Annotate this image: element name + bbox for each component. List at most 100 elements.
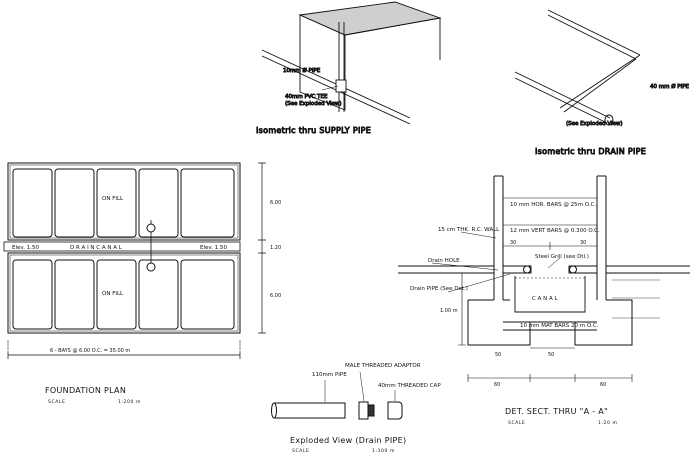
section-dim-height <box>458 272 466 346</box>
plan-section-marker-bottom <box>146 262 156 272</box>
exploded-label-cap: 40mm THREADED CAP <box>378 383 441 389</box>
section-drain-pipe-left <box>502 265 532 274</box>
iso-drain-pipe-outlet <box>514 71 611 124</box>
section-dim-7: 60 <box>600 382 606 388</box>
plan-scale-value: 1:200 m <box>118 399 141 405</box>
iso-drain-label-note: (See Exploded View) <box>566 121 623 127</box>
section-label-drain-pipe: Drain PIPE (See Det.) <box>410 286 468 292</box>
section-aa <box>398 175 690 382</box>
plan-section-marker-top <box>146 223 156 233</box>
plan-fill-label-bottom: ON FILL <box>102 291 124 297</box>
section-canal-channel <box>514 276 586 313</box>
exploded-scale-label: SCALE <box>292 448 309 454</box>
iso-drain-caption: Isometric thru DRAIN PIPE <box>535 147 646 156</box>
plan-top-bay-2 <box>54 168 95 238</box>
exploded-adaptor-thread <box>367 404 375 417</box>
plan-dim-right-3: 6.00 <box>270 293 281 299</box>
iso-drain-pipe-long <box>547 9 641 60</box>
exploded-view <box>271 371 403 420</box>
exploded-text: 110mm PIPE MALE THREADED ADAPTOR 40mm TH… <box>290 363 441 454</box>
section-pipe-end-right <box>569 265 577 274</box>
section-ground-right <box>606 265 690 274</box>
plan-bottom-block <box>7 252 241 334</box>
plan-dim-right-line <box>258 162 266 334</box>
plan-title: FOUNDATION PLAN <box>45 386 126 395</box>
plan-dim-right-2: 1.20 <box>270 245 281 251</box>
plan-dim-bottom-text: 6 - BAYS @ 6.00 O.C. = 35.00 m <box>50 348 130 354</box>
iso-supply-view: 10mm Ø PIPE 40mm PVC TEE (See Exploded V… <box>256 1 442 135</box>
section-drain-pipe-right <box>568 265 598 274</box>
section-scale-value: 1:20 m <box>598 420 618 426</box>
section-right-leaders <box>612 279 660 319</box>
section-hor-bars <box>503 197 597 226</box>
iso-supply-box-top <box>298 1 442 36</box>
exploded-cap <box>387 401 403 420</box>
iso-drain-view: 40 mm Ø PIPE (See Exploded View) Isometr… <box>514 9 690 156</box>
section-left-footing <box>467 299 531 346</box>
plan-canal-label: D R A I N C A N A L <box>70 245 123 251</box>
section-scale-label: SCALE <box>508 420 525 426</box>
plan-bottom-bay-2 <box>54 259 95 330</box>
iso-supply-caption: Isometric thru SUPPLY PIPE <box>256 126 371 135</box>
section-label-vert-bars: 12 mm VERT BARS @ 0.300 O.C. <box>510 228 600 234</box>
exploded-scale-value: 1:100 m <box>372 448 395 454</box>
section-left-wall <box>493 175 504 300</box>
section-label-mat-bars: 10 mm MAT BARS 20 m O.C. <box>520 323 599 329</box>
section-label-canal: C A N A L <box>532 296 558 302</box>
section-dim-top <box>503 242 597 250</box>
section-title: DET. SECT. THRU "A - A" <box>505 407 608 416</box>
exploded-pipe-end <box>271 402 277 419</box>
iso-supply-leader <box>321 85 339 91</box>
iso-drain-label-pipe: 40 mm Ø PIPE <box>650 83 690 90</box>
exploded-caption: Exploded View (Drain PIPE) <box>290 436 406 445</box>
section-dim-4: 50 <box>495 352 501 358</box>
section-leaders <box>431 231 561 293</box>
section-ground-left <box>398 265 494 274</box>
iso-supply-vert-pipe <box>338 22 345 112</box>
plan-dim-right-1: 6.00 <box>270 200 281 206</box>
iso-supply-box-left <box>299 14 346 111</box>
section-text: 10 mm HOR. BARS @ 25m O.C. 12 mm VERT BA… <box>410 202 618 426</box>
plan-elev-left: Elev. 1.50 <box>12 245 39 251</box>
plan-bottom-bay-1 <box>12 259 53 330</box>
plan-canal-strip <box>3 241 241 252</box>
iso-supply-label-note: (See Exploded View) <box>285 101 342 107</box>
iso-supply-label-pipe: 10mm Ø PIPE <box>283 67 321 74</box>
plan-bottom-block-inner <box>9 254 239 332</box>
iso-supply-box-right <box>344 17 441 60</box>
plan-scale-label: SCALE <box>48 399 65 405</box>
section-dim-5: 50 <box>548 352 554 358</box>
plan-dim-bottom-line <box>7 351 241 359</box>
plan-top-bay-1 <box>12 168 53 238</box>
plan-elev-right: Elev. 1.50 <box>200 245 227 251</box>
exploded-leaders <box>324 371 396 402</box>
plan-top-bay-4 <box>138 168 179 238</box>
plan-top-bay-3 <box>96 168 137 238</box>
exploded-label-adaptor: MALE THREADED ADAPTOR <box>345 363 421 369</box>
plan-top-block <box>7 162 241 241</box>
section-label-wall: 15 cm THK. R.C. WALL <box>438 227 500 233</box>
section-dim-3: 1.00 m <box>440 308 458 314</box>
iso-supply-tee <box>335 79 347 93</box>
section-dim-6: 60 <box>494 382 500 388</box>
section-right-wall <box>596 175 607 300</box>
section-dim-2: 30 <box>580 240 586 246</box>
plan-top-bay-5 <box>180 168 235 238</box>
iso-drain-pipe-diag <box>559 54 641 113</box>
exploded-pipe <box>274 402 346 419</box>
section-dim-bottom <box>467 374 633 382</box>
exploded-label-pipe: 110mm PIPE <box>312 372 347 378</box>
section-label-drain-hole: Drain HOLE <box>428 258 460 264</box>
plan-top-block-inner <box>9 164 239 239</box>
section-label-steel-grill: Steel Grill (see Dtl.) <box>535 254 589 260</box>
foundation-plan <box>3 162 266 359</box>
section-base-slab <box>503 321 597 331</box>
section-right-footing <box>574 299 633 346</box>
plan-bottom-bay-5 <box>180 259 235 330</box>
section-pipe-end-left <box>523 265 531 274</box>
plan-bottom-bay-3 <box>96 259 137 330</box>
iso-drain-pipe-end <box>604 114 614 126</box>
iso-supply-label-tee: 40mm PVC TEE <box>285 94 328 100</box>
section-dim-1: 30 <box>510 240 516 246</box>
